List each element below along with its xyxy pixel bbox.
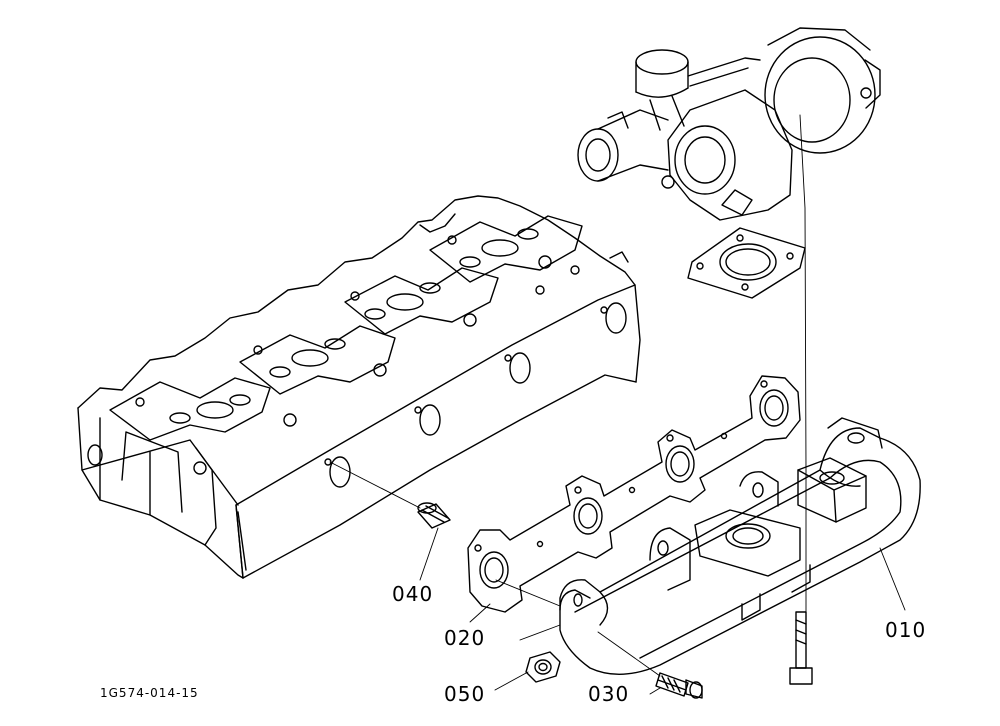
long-bolt: [789, 611, 813, 685]
part-number-020: 020: [444, 626, 486, 650]
exhaust-manifold: [559, 417, 921, 676]
turbocharger: [577, 27, 881, 471]
stud-bolt: [417, 502, 451, 529]
drawing-reference-id: 1G574-014-15: [100, 686, 199, 700]
flange-nut: [525, 651, 561, 683]
manifold-gasket: [467, 375, 801, 613]
part-number-040: 040: [392, 582, 434, 606]
part-number-010: 010: [885, 618, 927, 642]
cylinder-head: [77, 195, 641, 579]
part-number-030: 030: [588, 682, 630, 706]
leader-lines: [329, 461, 906, 695]
part-number-050: 050: [444, 682, 486, 706]
flange-bolt: [655, 672, 703, 699]
